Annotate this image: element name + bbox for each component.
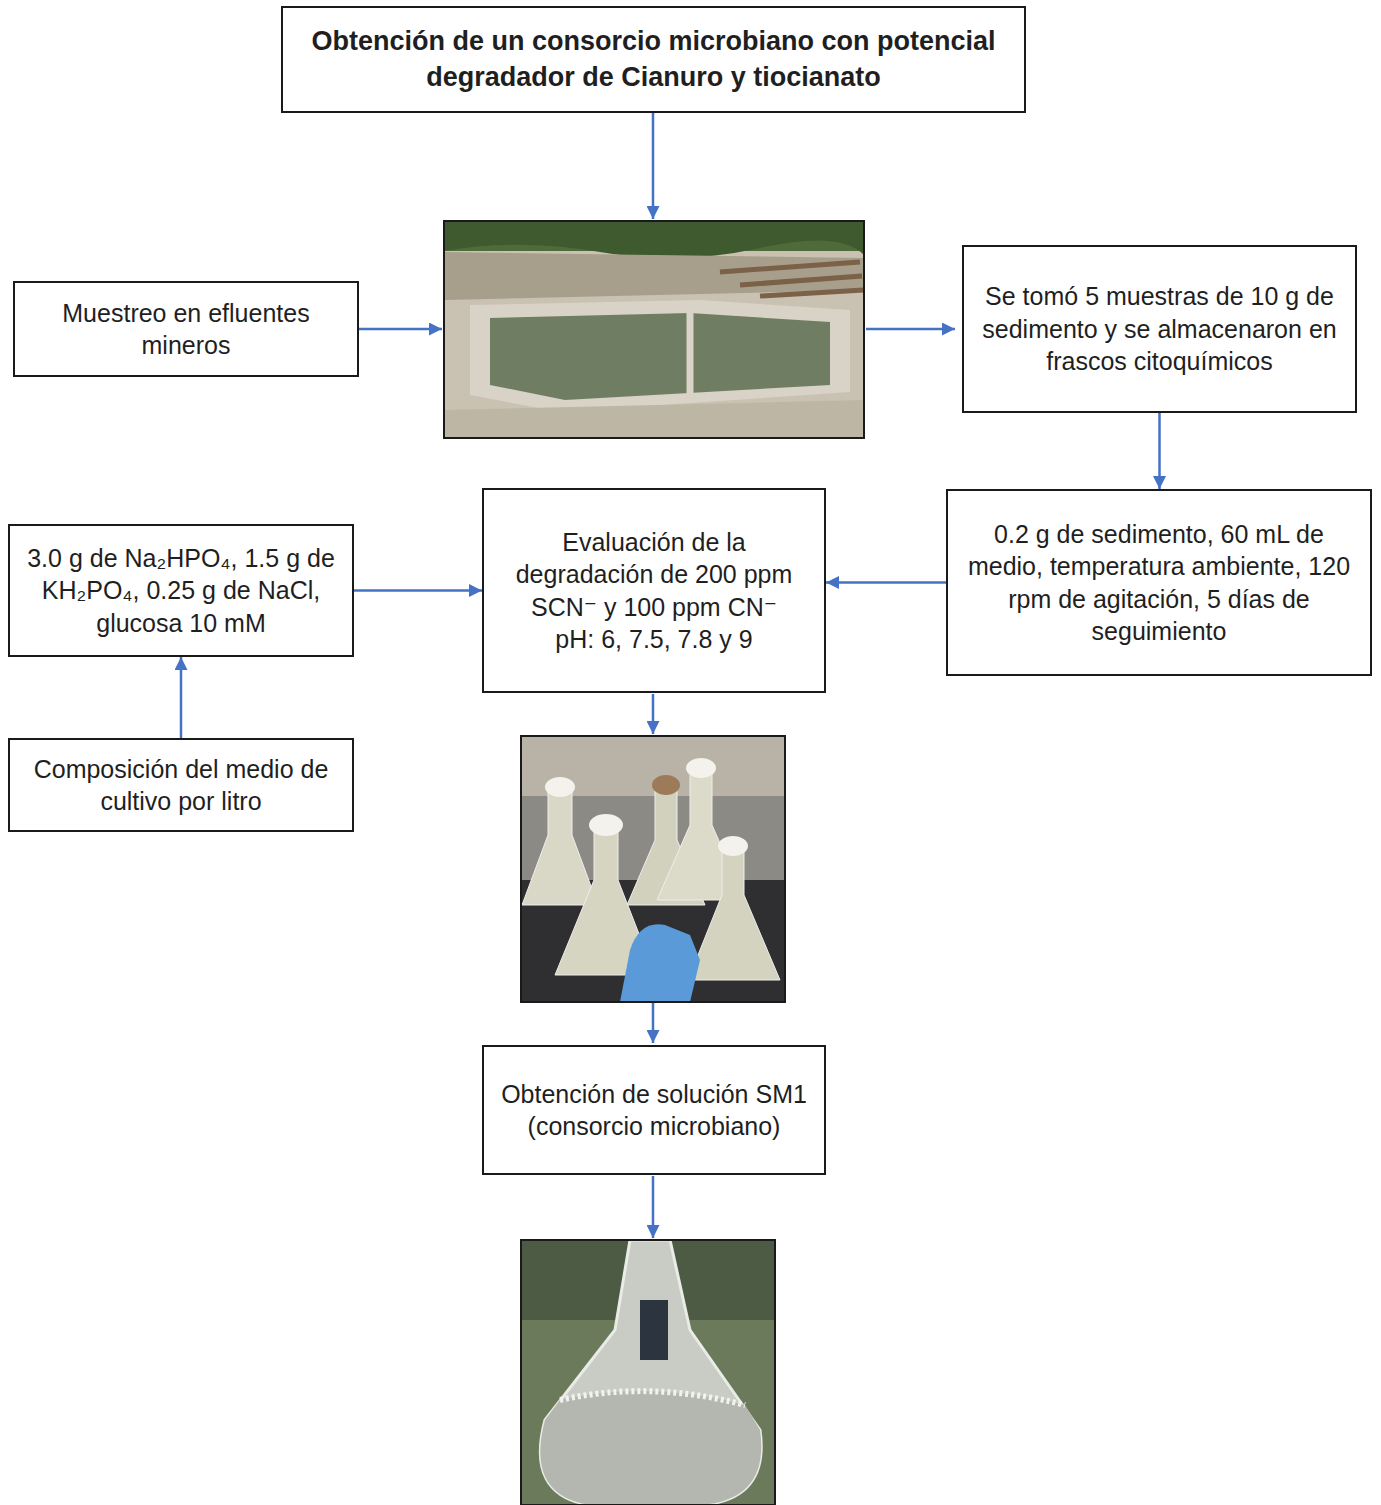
trees (444, 221, 864, 258)
flow-arrow (866, 328, 955, 331)
flask (522, 790, 598, 905)
flasks-photo (521, 736, 785, 1002)
box-text: Evaluación de la degradación de 200 ppm … (496, 526, 812, 624)
wall-divider (687, 313, 694, 395)
box-text: 3.0 g de Na₂HPO₄, 1.5 g de KH₂PO₄, 0.25 … (22, 542, 340, 640)
logs (720, 262, 864, 296)
ground (444, 221, 864, 438)
process-box: Se tomó 5 muestras de 10 g de sedimento … (962, 245, 1357, 413)
flask-label (640, 1300, 668, 1360)
process-box: Obtención de solución SM1 (consorcio mic… (482, 1045, 826, 1175)
process-box: 3.0 g de Na₂HPO₄, 1.5 g de KH₂PO₄, 0.25 … (8, 524, 354, 657)
box-text: pH: 6, 7.5, 7.8 y 9 (555, 623, 752, 656)
box-text: 0.2 g de sedimento, 60 mL de medio, temp… (960, 518, 1358, 648)
flow-arrow (652, 1176, 655, 1238)
flow-arrow (1158, 413, 1161, 489)
cotton-plug (589, 814, 623, 836)
glove (620, 924, 700, 1002)
culture-photo (521, 1240, 775, 1505)
photo-arrows (359, 113, 955, 1238)
sand (444, 400, 864, 438)
process-box: Evaluación de la degradación de 200 ppm … (482, 488, 826, 693)
flow-arrow (354, 589, 482, 592)
flow-arrow (359, 328, 442, 331)
process-box: Composición del medio de cultivo por lit… (8, 738, 354, 832)
flow-arrow (826, 581, 946, 584)
cotton-plug (652, 775, 680, 795)
cotton-plug (545, 777, 575, 797)
box-text: Se tomó 5 muestras de 10 g de sedimento … (976, 280, 1343, 378)
title-box: Obtención de un consorcio microbiano con… (281, 6, 1026, 113)
flow-arrow (652, 694, 655, 734)
foam-line (560, 1391, 745, 1405)
pond-photo (444, 221, 864, 438)
background (521, 1240, 775, 1505)
culture-liquid (540, 1391, 761, 1505)
photo-frame (521, 1240, 775, 1505)
wall (521, 736, 785, 796)
title-text: Obtención de un consorcio microbiano con… (295, 24, 1012, 94)
box-text: Obtención de solución SM1 (consorcio mic… (496, 1078, 812, 1143)
cotton-plug (718, 836, 748, 856)
box-text: Composición del medio de cultivo por lit… (22, 753, 340, 818)
photo-frame (521, 736, 785, 1002)
flow-arrow (652, 113, 655, 219)
flow-arrow (180, 657, 183, 738)
pond-water (490, 313, 830, 400)
lab-background (521, 736, 785, 1002)
box-text: Muestreo en efluentes mineros (27, 297, 345, 362)
flow-arrow (652, 1003, 655, 1043)
slope (444, 252, 864, 300)
process-box: Muestreo en efluentes mineros (13, 281, 359, 377)
concrete-wall (470, 300, 850, 412)
flask (540, 1240, 761, 1505)
flask (688, 850, 780, 980)
process-box: 0.2 g de sedimento, 60 mL de medio, temp… (946, 489, 1372, 676)
cotton-plug (686, 758, 716, 778)
photo-frame (444, 221, 864, 438)
